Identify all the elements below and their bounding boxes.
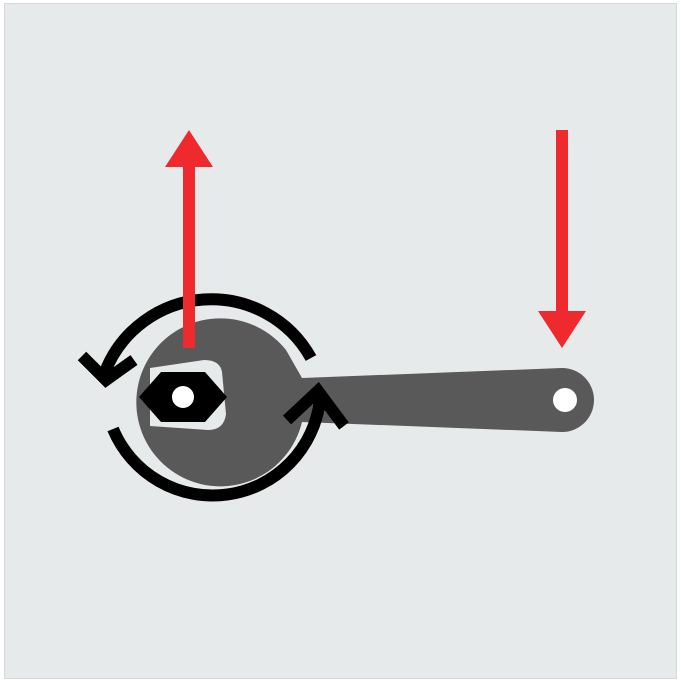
- down-arrow-shaft: [556, 130, 568, 312]
- hex-nut-hole: [172, 386, 194, 408]
- up-arrow-shaft: [183, 166, 195, 348]
- wrench-hole: [553, 388, 577, 412]
- background-panel: [5, 4, 676, 678]
